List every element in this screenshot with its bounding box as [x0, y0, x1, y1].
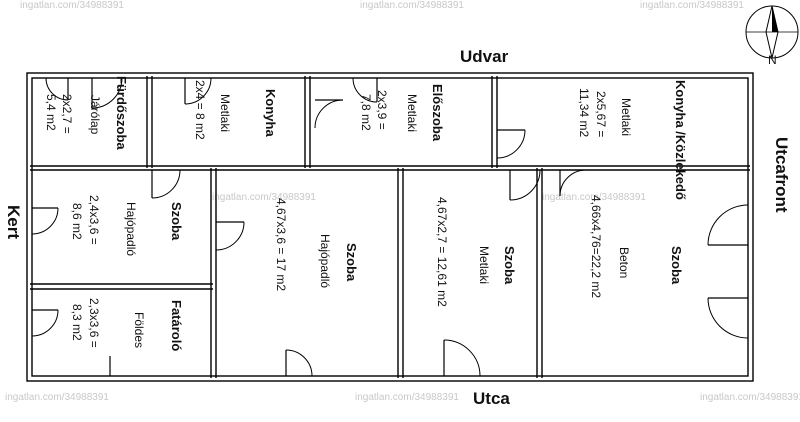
room-name: Fürdőszoba [114, 76, 129, 150]
room-floor: Metlaki [218, 94, 232, 132]
label-utcafront: Utcafront [772, 137, 791, 213]
watermark: ingatlan.com/34988391 [20, 0, 124, 11]
room-name: Szoba [344, 243, 359, 282]
room-floor: Járólap [88, 95, 102, 135]
room-eloszoba: Előszoba Metlaki 2x3,9 = 7,8 m2 [359, 84, 445, 142]
room-name: Előszoba [430, 84, 445, 142]
room-area: 7,8 m2 [359, 94, 373, 131]
room-floor: Metlaki [619, 98, 633, 136]
watermark: ingatlan.com/34988391 [360, 0, 464, 11]
watermarks: ingatlan.com/34988391 ingatlan.com/34988… [5, 0, 800, 403]
watermark: ingatlan.com/34988391 [640, 0, 744, 11]
room-name: Konyha [263, 89, 278, 137]
room-fataroló: Fatároló Földes 2,3x3,6 = 8,3 m2 [70, 298, 184, 351]
label-kert: Kert [4, 205, 23, 239]
watermark: ingatlan.com/34988391 [212, 192, 316, 203]
room-name: Szoba [669, 246, 684, 285]
room-dims: 4,66x4,76=22,2 m2 [589, 195, 603, 298]
room-szoba-222: Szoba Beton 4,66x4,76=22,2 m2 [589, 195, 684, 298]
room-szoba-17: Szoba Hajópadló 4,67x3,6 = 17 m2 [274, 198, 359, 291]
watermark: ingatlan.com/34988391 [542, 192, 646, 203]
room-konyha: Konyha Metlaki 2x4 = 8 m2 [193, 80, 278, 140]
room-dims: 2,3x3,6 = [87, 298, 101, 348]
label-udvar: Udvar [460, 47, 509, 66]
label-utca: Utca [473, 389, 510, 408]
room-dims: 4,67x2,7 = 12,61 m2 [435, 197, 449, 307]
room-dims: 2x5,67 = [594, 91, 608, 137]
room-name: Konyha /Közlekedő [673, 80, 688, 200]
room-dims: 2x2,7 = [60, 94, 74, 134]
room-floor: Beton [617, 247, 631, 278]
room-floor: Hajópadló [318, 234, 332, 288]
room-floor: Metlaki [405, 94, 419, 132]
walls [26, 72, 754, 382]
room-area: 8,6 m2 [70, 203, 84, 240]
watermark: ingatlan.com/34988391 [5, 392, 109, 403]
room-floor: Metlaki [477, 246, 491, 284]
room-szoba-1261: Szoba Metlaki 4,67x2,7 = 12,61 m2 [435, 197, 517, 307]
room-konyha-kozlekedo: Konyha /Közlekedő Metlaki 2x5,67 = 11,34… [577, 80, 688, 200]
room-name: Szoba [169, 202, 184, 241]
room-dims: 2,4x3,6 = [87, 195, 101, 245]
room-floor: Földes [132, 312, 146, 348]
room-area: 8,3 m2 [70, 304, 84, 341]
room-szoba-left: Szoba Hajópadló 2,4x3,6 = 8,6 m2 [70, 195, 184, 256]
room-name: Szoba [502, 246, 517, 285]
room-name: Fatároló [169, 300, 184, 351]
room-dims: 2x4 = 8 m2 [193, 80, 207, 140]
compass-north-label: N [768, 53, 777, 67]
compass-icon: N [745, 5, 799, 67]
room-dims: 2x3,9 = [375, 90, 389, 130]
watermark: ingatlan.com/34988391 [355, 392, 459, 403]
room-dims: 4,67x3,6 = 17 m2 [274, 198, 288, 291]
watermark: ingatlan.com/34988391 [700, 392, 800, 403]
room-floor: Hajópadló [124, 202, 138, 256]
room-area: 11,34 m2 [577, 88, 591, 137]
room-furdoszoba: Fürdőszoba Járólap 2x2,7 = 5,4 m2 [44, 76, 129, 150]
doors [31, 77, 749, 377]
room-area: 5,4 m2 [44, 94, 58, 131]
